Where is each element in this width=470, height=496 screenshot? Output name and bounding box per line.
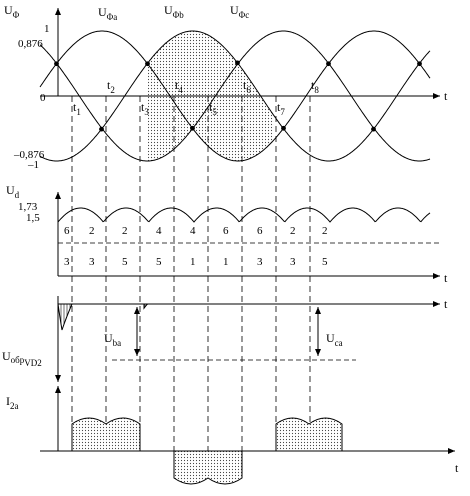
- u-phi-a-label: UΦa: [98, 5, 117, 22]
- intersection-points: [54, 60, 422, 132]
- diode-top-number: 2: [290, 225, 296, 237]
- current-pulse: [275, 417, 343, 452]
- time-mark-label: t6: [243, 78, 251, 95]
- time-mark-label: t3: [141, 100, 149, 117]
- reverse-voltage-left-lobe: [57, 303, 73, 331]
- diode-top-number: 2: [122, 225, 128, 237]
- cur-t-label: t: [455, 461, 459, 475]
- intersection-dot: [99, 126, 104, 132]
- tick-one: 1: [44, 23, 50, 35]
- time-mark-label: t5: [209, 100, 217, 117]
- intersection-dot: [326, 61, 331, 67]
- current-pulse: [71, 417, 141, 452]
- intersection-dot: [190, 125, 195, 131]
- diode-top-number: 6: [223, 225, 229, 237]
- uba-label: Uba: [104, 331, 121, 348]
- time-mark-label: t8: [311, 78, 319, 95]
- diode-bottom-number: 5: [122, 256, 128, 268]
- diode-bottom-row: 3 3 5 5 1 1 3 3 5: [64, 256, 328, 268]
- diode-bottom-number: 3: [89, 256, 95, 268]
- time-mark-label: t7: [277, 100, 285, 117]
- intersection-dot: [417, 61, 422, 67]
- intersection-dot: [54, 61, 59, 67]
- tick-173: 1,73: [18, 201, 38, 213]
- diode-bottom-number: 5: [322, 256, 328, 268]
- diode-bottom-number: 1: [223, 256, 229, 268]
- tick-minus-one: –1: [27, 159, 39, 171]
- ud-ripple-curve: [57, 207, 431, 223]
- diode-bottom-number: 1: [190, 256, 196, 268]
- time-marks: t1 t2 t3 t4 t5 t6 t7 t8: [73, 78, 319, 117]
- time-mark-label: t4: [175, 78, 183, 95]
- intersection-dot: [235, 60, 240, 66]
- diode-top-number: 2: [89, 225, 95, 237]
- i2a-label: I2a: [6, 394, 19, 411]
- phase-t-label: t: [444, 89, 448, 103]
- tick-15: 1,5: [26, 212, 40, 224]
- intersection-dot: [145, 61, 150, 67]
- u-phi-label: UΦ: [4, 3, 20, 20]
- tick-minus-0876: –0,876: [13, 149, 45, 161]
- current-pulses: [71, 417, 343, 485]
- diode-bottom-number: 3: [257, 256, 263, 268]
- phase-b-curve: [39, 30, 431, 162]
- phase-a-curve: [39, 30, 431, 162]
- diode-top-number: 6: [257, 225, 263, 237]
- u-phi-c-label: UΦc: [230, 3, 249, 20]
- ud-label: Ud: [6, 183, 20, 200]
- diode-top-number: 4: [190, 225, 196, 237]
- diode-top-row: 6 2 2 4 4 6 6 2 2: [64, 225, 328, 237]
- tick-zero: 0: [40, 92, 46, 104]
- diode-bottom-number: 3: [290, 256, 296, 268]
- reverse-voltage-shaded: [143, 303, 274, 310]
- ud-t-label: t: [444, 271, 448, 285]
- current-pulse: [173, 450, 243, 485]
- diode-top-number: 6: [64, 225, 70, 237]
- time-mark-label: t2: [107, 78, 115, 95]
- time-mark-label: t1: [73, 100, 81, 117]
- u-phi-b-label: UΦb: [164, 3, 184, 20]
- diode-bottom-number: 3: [64, 256, 70, 268]
- intersection-dot: [371, 126, 376, 132]
- phase-c-curve: [39, 30, 431, 162]
- intersection-dot: [281, 125, 286, 131]
- dashed-verticals: [71, 96, 311, 451]
- u-obr-label: UобрVD2: [2, 349, 42, 368]
- uca-label: Uca: [326, 331, 343, 348]
- rev-t-label: t: [444, 297, 448, 311]
- diode-top-number: 2: [322, 225, 328, 237]
- tick-plus-0876: 0,876: [18, 38, 43, 50]
- diode-top-number: 4: [156, 225, 162, 237]
- diode-bottom-number: 5: [156, 256, 162, 268]
